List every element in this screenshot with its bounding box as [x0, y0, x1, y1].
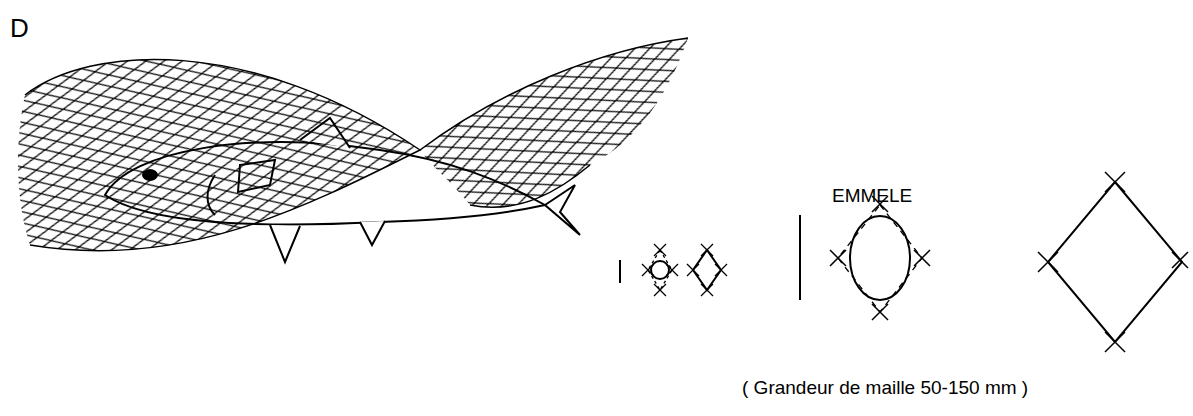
figure-letter: D — [10, 14, 29, 43]
mesh-size-symbols — [620, 172, 1188, 352]
mesh-size-caption: ( Grandeur de maille 50-150 mm ) — [742, 378, 1028, 399]
net — [0, 0, 700, 300]
net-type-label: EMMELE — [832, 186, 912, 207]
